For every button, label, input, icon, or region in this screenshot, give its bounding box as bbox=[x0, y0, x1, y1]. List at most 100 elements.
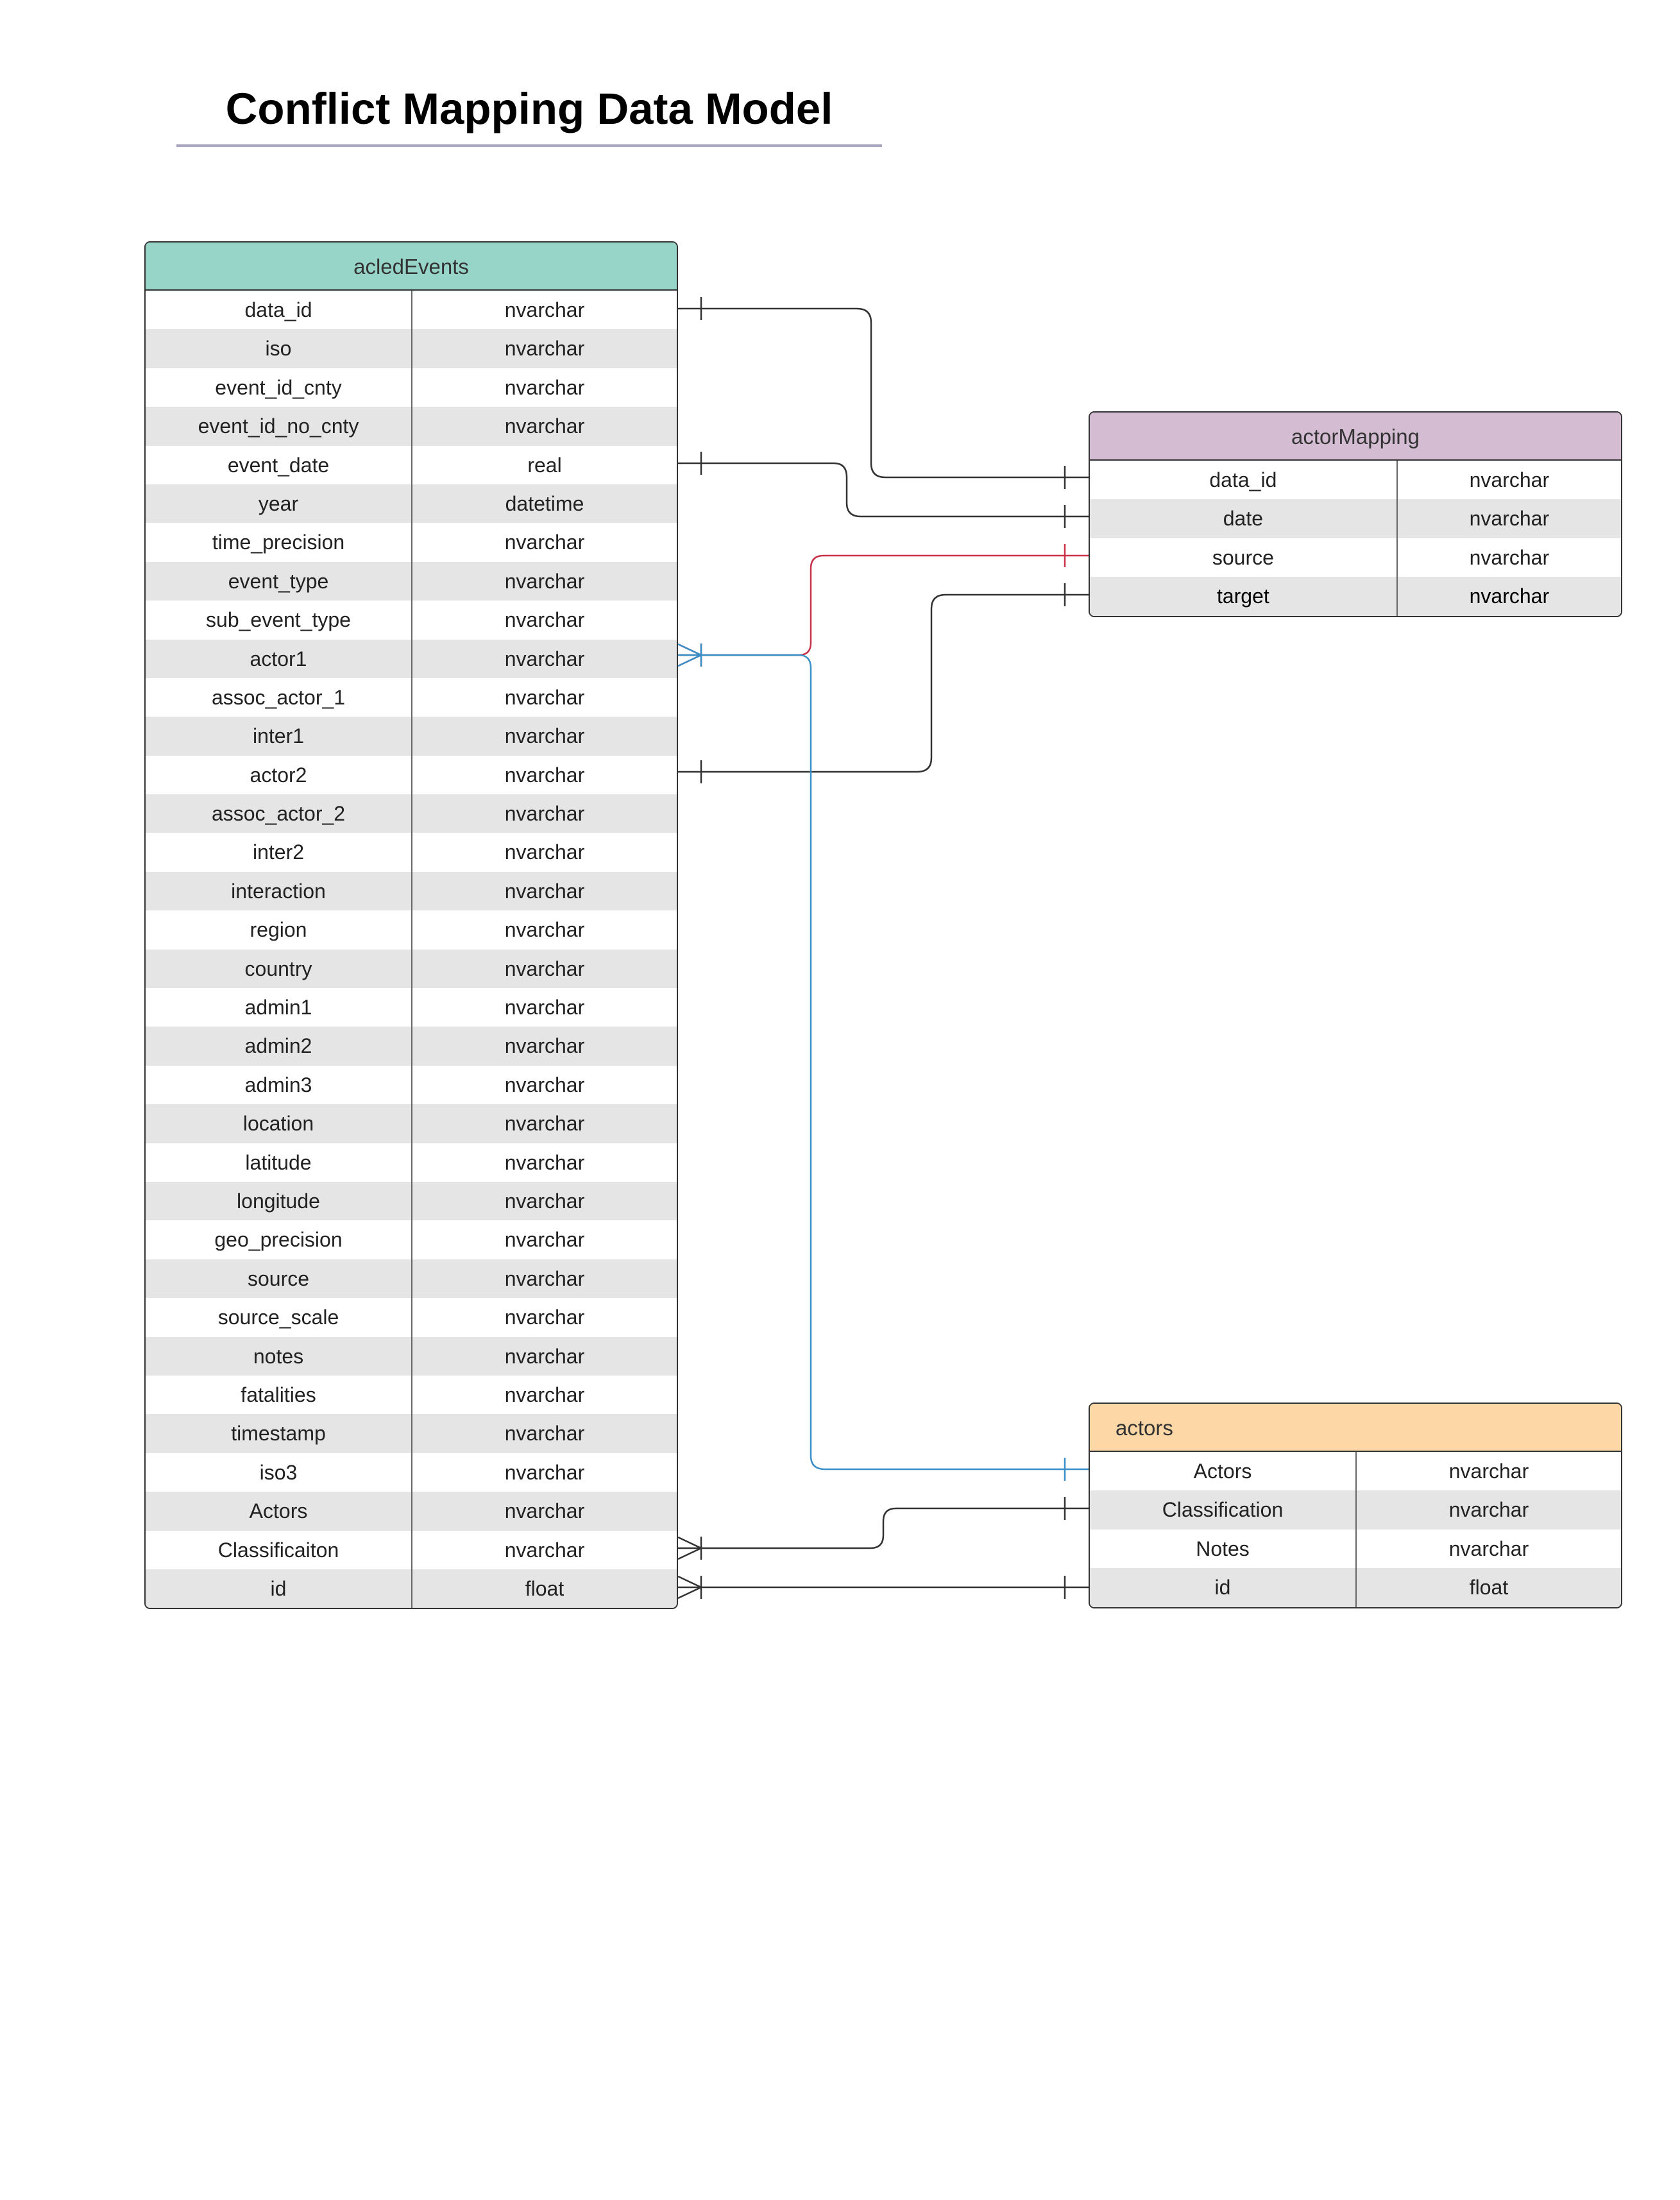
field-name: event_id_cnty bbox=[146, 368, 412, 407]
field-type: nvarchar bbox=[504, 337, 585, 361]
field-name: Classificaiton bbox=[146, 1530, 412, 1569]
field-type: nvarchar bbox=[504, 1422, 585, 1445]
entity-title: actorMapping bbox=[1291, 425, 1420, 448]
field-name: actor2 bbox=[146, 755, 412, 795]
relationship-connector[interactable] bbox=[678, 583, 1089, 783]
field-row[interactable]: iso nvarchar bbox=[146, 329, 677, 368]
field-row[interactable]: target nvarchar bbox=[1090, 577, 1621, 616]
entity-header-acledEvents: acledEvents bbox=[146, 243, 677, 291]
relationship-connector[interactable] bbox=[678, 452, 1089, 528]
relationship-connector[interactable] bbox=[678, 297, 1089, 489]
relationship-connector[interactable] bbox=[677, 643, 1089, 1481]
field-type: nvarchar bbox=[504, 724, 585, 748]
field-type: nvarchar bbox=[504, 1306, 585, 1329]
field-row[interactable]: source nvarchar bbox=[1090, 538, 1621, 577]
field-name: sub_event_type bbox=[146, 601, 412, 640]
field-row[interactable]: source_scale nvarchar bbox=[146, 1298, 677, 1337]
field-type: nvarchar bbox=[504, 608, 585, 632]
field-name: source_scale bbox=[146, 1298, 412, 1337]
field-name: Classification bbox=[1090, 1490, 1357, 1530]
field-type: nvarchar bbox=[504, 1112, 585, 1136]
field-type: nvarchar bbox=[504, 1150, 585, 1174]
field-type: nvarchar bbox=[1469, 468, 1550, 491]
field-name: assoc_actor_1 bbox=[146, 678, 412, 717]
field-row[interactable]: longitude nvarchar bbox=[146, 1181, 677, 1221]
field-type: real bbox=[527, 453, 562, 477]
field-type: nvarchar bbox=[504, 414, 585, 438]
field-name: actor1 bbox=[146, 639, 412, 678]
field-type: nvarchar bbox=[1469, 584, 1550, 608]
field-name: iso3 bbox=[146, 1453, 412, 1492]
field-type: nvarchar bbox=[504, 1073, 585, 1096]
field-type: nvarchar bbox=[504, 1189, 585, 1213]
field-row[interactable]: sub_event_type nvarchar bbox=[146, 601, 677, 640]
cardinality-many-marker bbox=[677, 643, 703, 667]
field-name: source bbox=[1090, 538, 1398, 577]
field-name: iso bbox=[146, 329, 412, 368]
field-name: date bbox=[1090, 499, 1398, 538]
field-name: time_precision bbox=[146, 523, 412, 562]
field-name: target bbox=[1090, 577, 1398, 616]
cardinality-many-marker bbox=[677, 1575, 703, 1599]
field-row[interactable]: id float bbox=[1090, 1568, 1621, 1607]
field-type: nvarchar bbox=[504, 1344, 585, 1368]
entity-title: acledEvents bbox=[353, 255, 469, 278]
field-type: nvarchar bbox=[1469, 507, 1550, 531]
relationship-connector[interactable] bbox=[677, 1497, 1089, 1560]
field-type: nvarchar bbox=[504, 375, 585, 399]
field-name: id bbox=[1090, 1568, 1357, 1607]
relationship-connector[interactable] bbox=[677, 544, 1089, 667]
field-name: longitude bbox=[146, 1181, 412, 1221]
field-row[interactable]: event_id_cnty nvarchar bbox=[146, 368, 677, 407]
field-type: nvarchar bbox=[504, 996, 585, 1019]
field-type: nvarchar bbox=[1448, 1537, 1529, 1560]
field-type: nvarchar bbox=[1469, 545, 1550, 569]
title-underline bbox=[176, 144, 882, 147]
field-row[interactable]: date nvarchar bbox=[1090, 499, 1621, 538]
field-name: inter1 bbox=[146, 717, 412, 756]
field-row[interactable]: inter1 nvarchar bbox=[146, 717, 677, 756]
relationship-connector[interactable] bbox=[677, 1575, 1089, 1599]
field-type: nvarchar bbox=[504, 879, 585, 903]
field-type: float bbox=[1469, 1576, 1509, 1599]
field-type: nvarchar bbox=[504, 1266, 585, 1290]
field-type: nvarchar bbox=[504, 957, 585, 980]
